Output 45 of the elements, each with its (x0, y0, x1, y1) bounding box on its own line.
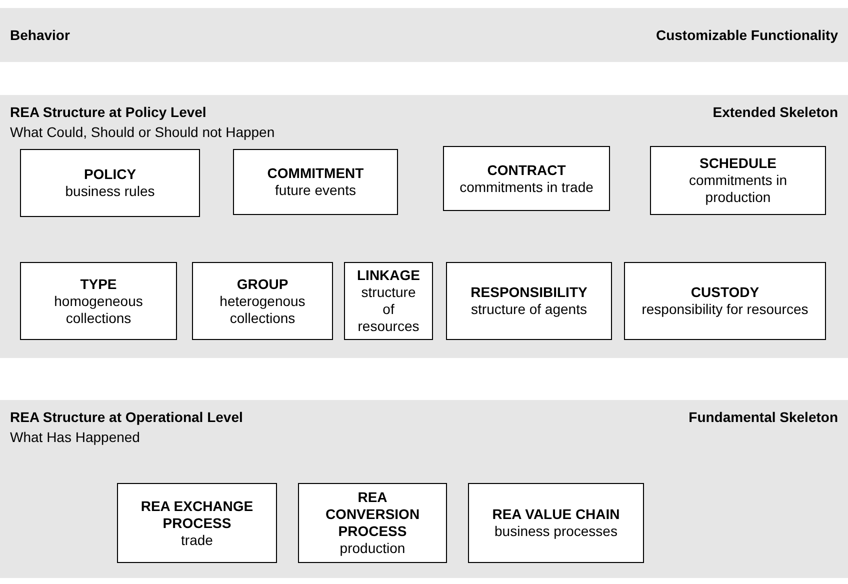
band-heading: REA Structure at Operational Level (10, 409, 243, 426)
box-description: trade (181, 532, 213, 548)
band-subheading: Customizable Functionality (656, 27, 838, 44)
concept-box (20, 149, 200, 217)
panel-band (0, 400, 848, 578)
band-description: What Could, Should or Should not Happen (10, 124, 275, 141)
box-title: RESPONSIBILITY (470, 284, 588, 301)
box-title: POLICY (84, 166, 136, 183)
box-title: LINKAGE (357, 267, 420, 284)
box-title: CONTRACT (487, 162, 566, 178)
box-description: homogeneous collections (53, 292, 144, 326)
band-subheading: Fundamental Skeleton (688, 409, 838, 426)
concept-box (443, 146, 610, 211)
box-description: responsibility for resources (642, 301, 808, 318)
band-description: What Has Happened (10, 429, 140, 446)
band-subheading: Extended Skeleton (712, 104, 838, 121)
box-title: SCHEDULE (699, 155, 776, 172)
concept-box (650, 146, 826, 215)
box-description: commitments in production (688, 172, 788, 206)
box-description: future events (275, 182, 356, 199)
panel-band (0, 8, 848, 62)
concept-box (192, 262, 333, 340)
band-heading: REA Structure at Policy Level (10, 104, 206, 121)
box-title: TYPE (80, 276, 117, 292)
band-heading: Behavior (10, 27, 70, 44)
concept-box (344, 262, 433, 340)
box-description: commitments in trade (460, 178, 594, 196)
box-description: heterogenous collections (218, 292, 306, 326)
concept-box (468, 483, 644, 563)
box-description: structure of agents (471, 301, 587, 318)
box-title: REA VALUE CHAIN (492, 506, 620, 523)
concept-box (446, 262, 612, 340)
box-title: COMMITMENT (267, 165, 364, 182)
concept-box (298, 483, 447, 563)
concept-box (117, 483, 277, 563)
box-title: GROUP (236, 276, 288, 292)
box-description: business rules (65, 183, 155, 200)
concept-box (624, 262, 826, 340)
box-description: business processes (494, 523, 618, 540)
box-description: structure of resources (358, 284, 420, 335)
concept-box (233, 149, 398, 215)
box-title: CUSTODY (690, 284, 760, 301)
panel-band (0, 95, 848, 358)
concept-box (20, 262, 177, 340)
box-description: production (340, 540, 406, 557)
